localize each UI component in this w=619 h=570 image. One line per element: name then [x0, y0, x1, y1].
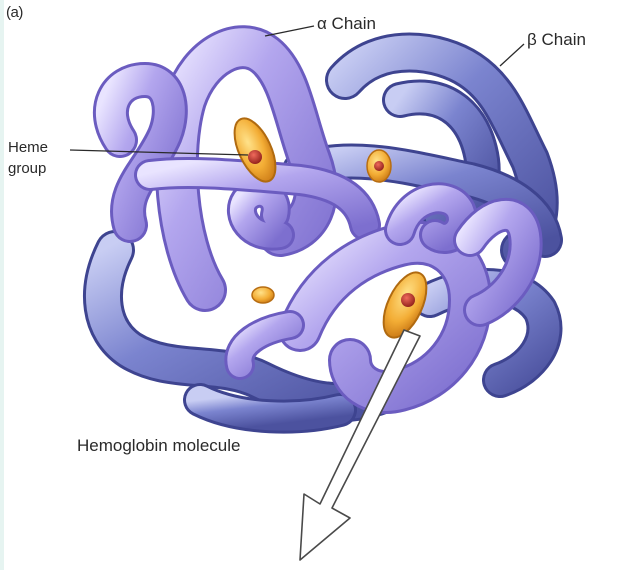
heme-group-label: Heme group [8, 137, 48, 179]
beta-chain-label: β Chain [527, 30, 586, 50]
heme-group-label-line2: group [8, 158, 48, 179]
alpha-chain-label: α Chain [317, 14, 376, 34]
heme-group-back-right [367, 150, 391, 182]
hemoglobin-molecule-label: Hemoglobin molecule [77, 436, 240, 456]
panel-label: (a) [6, 4, 23, 21]
heme-group-label-line1: Heme [8, 137, 48, 158]
heme-group-back-left [252, 287, 274, 303]
